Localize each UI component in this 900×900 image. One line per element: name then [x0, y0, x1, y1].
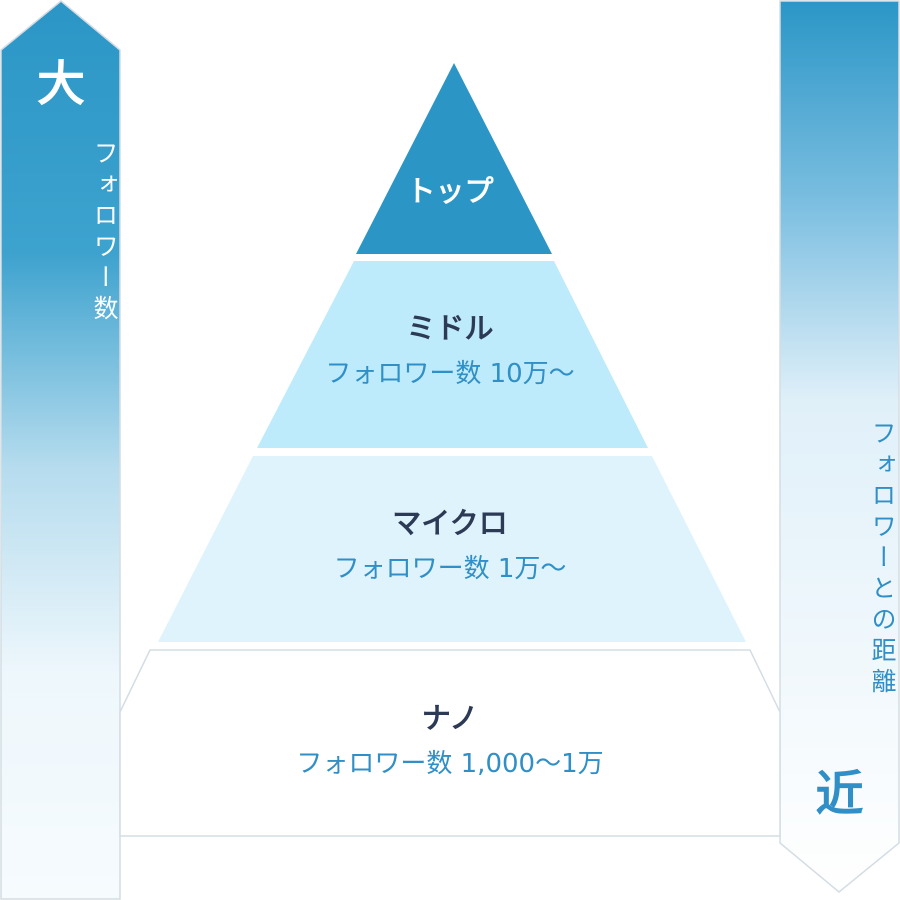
tier-top: トップ	[150, 174, 750, 208]
follower-distance-arrow: フォロワーとの距離 近	[779, 0, 900, 900]
tier-micro-followers: フォロワー数 1万〜	[333, 553, 567, 584]
tier-middle-followers: フォロワー数 10万〜	[325, 358, 575, 389]
tier-micro-shape	[158, 456, 746, 642]
tier-nano: ナノ フォロワー数 1,000〜1万	[150, 701, 750, 780]
tier-middle-shape	[257, 261, 648, 448]
down-arrow-shape	[779, 0, 900, 893]
tier-middle: ミドル フォロワー数 10万〜	[150, 311, 750, 390]
tier-nano-followers: フォロワー数 1,000〜1万	[296, 748, 604, 779]
large-label: 大	[36, 56, 85, 112]
tier-micro-name: マイクロ	[392, 506, 508, 540]
follower-distance-label: フォロワーとの距離	[868, 420, 897, 699]
tier-nano-name: ナノ	[421, 701, 479, 735]
follower-count-label: フォロワー数	[90, 140, 119, 326]
tier-nano-shape	[119, 649, 781, 837]
tier-micro: マイクロ フォロワー数 1万〜	[150, 506, 750, 585]
tier-top-name: トップ	[406, 174, 494, 208]
tier-middle-name: ミドル	[406, 311, 494, 345]
follower-count-arrow: 大 フォロワー数	[0, 0, 122, 900]
near-label: 近	[815, 766, 864, 822]
up-arrow-shape	[0, 0, 121, 900]
tier-top-shape	[356, 63, 552, 254]
